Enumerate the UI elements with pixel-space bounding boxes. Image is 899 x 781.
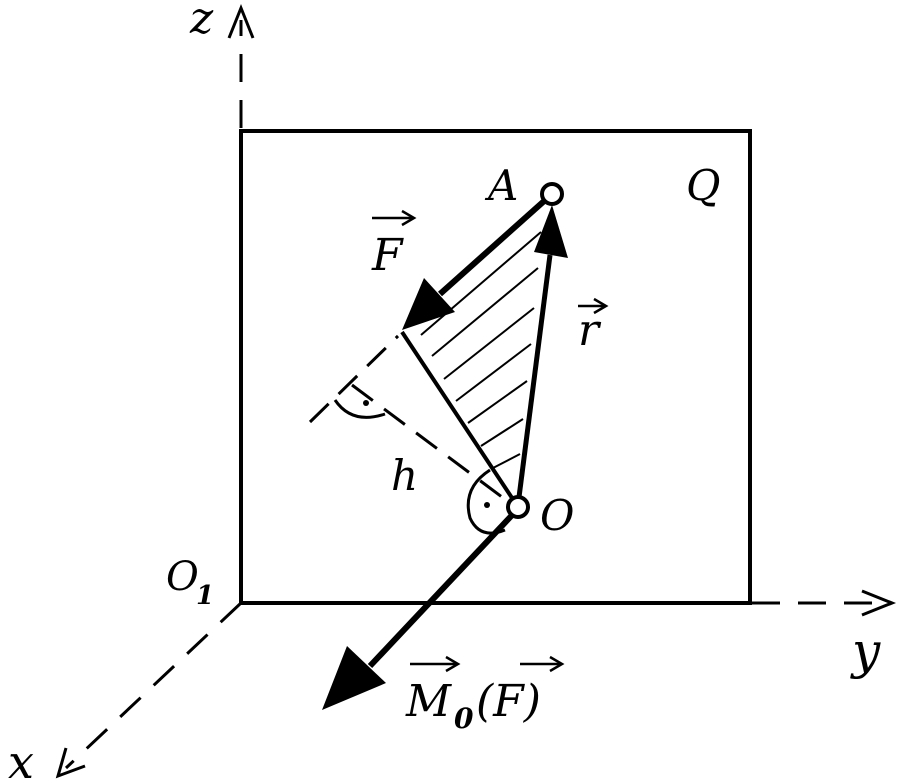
- point-o-marker: [506, 495, 530, 519]
- plane-q-rectangle: [239, 129, 752, 605]
- label-moment-group: M 0 (F): [405, 655, 565, 735]
- vector-r: [515, 205, 568, 506]
- triangle-side: [400, 330, 520, 509]
- label-origin-o1: O: [166, 554, 199, 600]
- label-moment-m: M: [405, 676, 452, 727]
- z-axis: [227, 3, 255, 128]
- label-point-a: A: [484, 161, 518, 210]
- label-axis-y: y: [850, 622, 881, 680]
- point-a-marker: [540, 182, 564, 206]
- label-radius-r-group: r: [578, 297, 609, 356]
- label-origin-o1-sub: 1: [196, 581, 214, 611]
- vector-f: [402, 191, 554, 330]
- label-arm-h: h: [391, 451, 418, 500]
- label-moment-sub: 0: [454, 702, 474, 735]
- label-axis-z: z: [189, 0, 214, 44]
- label-moment-arg: (F): [476, 676, 541, 727]
- label-axis-x: x: [8, 735, 34, 781]
- right-angle-mark-upper: [333, 399, 386, 419]
- label-point-o: O: [540, 491, 574, 540]
- perpendicular-h: [308, 334, 515, 508]
- x-axis: [55, 601, 243, 779]
- label-force-f-group: F: [371, 209, 417, 281]
- y-axis: [752, 589, 897, 617]
- vector-moment: [322, 509, 518, 710]
- label-force-f: F: [371, 230, 404, 281]
- label-radius-r: r: [578, 305, 602, 356]
- label-plane-q: Q: [686, 161, 720, 210]
- hatched-triangle: [420, 231, 542, 469]
